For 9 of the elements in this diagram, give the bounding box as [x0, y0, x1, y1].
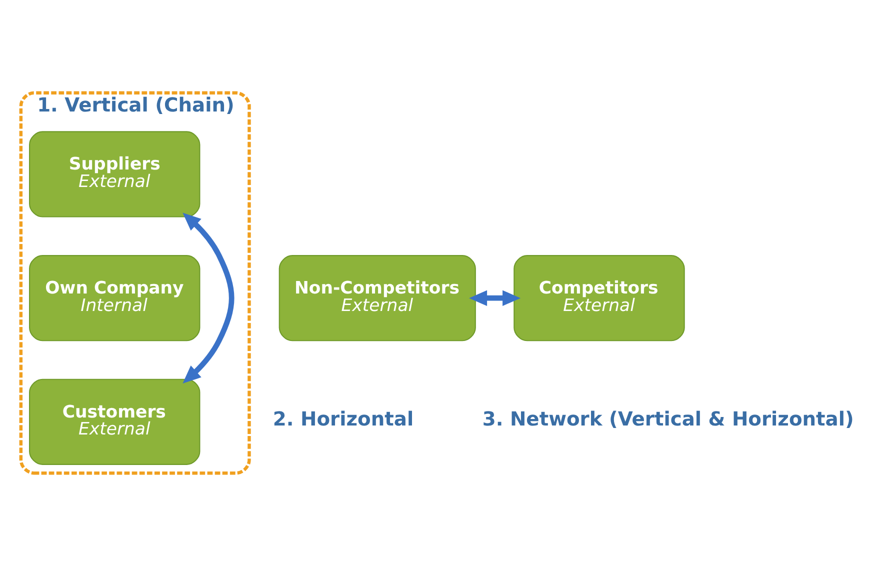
- node-box: Competitors External: [514, 255, 685, 342]
- arrow: [469, 290, 521, 306]
- node-box: Own Company Internal: [29, 255, 200, 342]
- label: 3. Network (Vertical & Horizontal): [482, 408, 854, 431]
- arrow: [182, 212, 234, 384]
- node-box: Customers External: [29, 378, 200, 465]
- node-box: Suppliers External: [29, 131, 200, 218]
- node-box: Non-Competitors External: [278, 255, 476, 342]
- label: 2. Horizontal: [272, 408, 414, 431]
